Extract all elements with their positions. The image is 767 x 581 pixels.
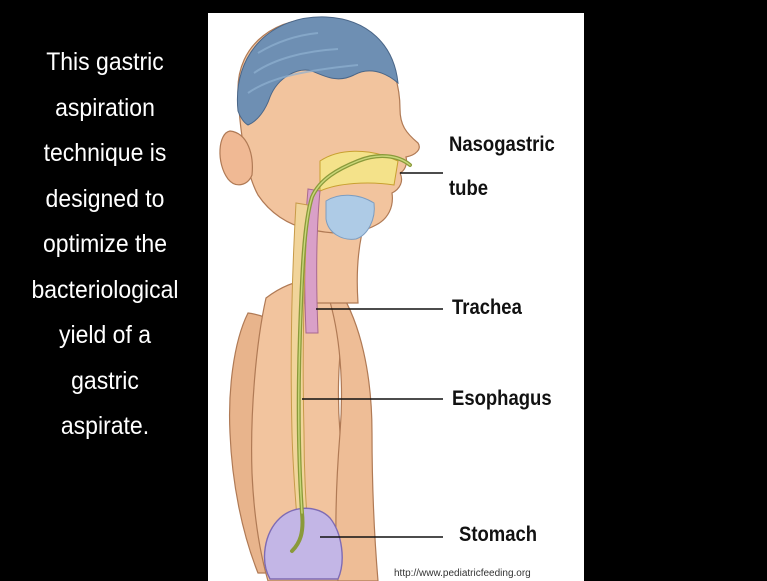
tongue [326, 195, 374, 239]
caption-line: aspirate. [8, 404, 201, 450]
child-anatomy-illustration [208, 13, 584, 581]
label-trachea: Trachea [452, 296, 522, 320]
source-credit: http://www.pediatricfeeding.org [394, 568, 531, 579]
label-nasogastric-line2: tube [449, 177, 488, 201]
caption-line: technique is [8, 131, 201, 177]
caption-line: aspiration [8, 86, 201, 132]
label-stomach: Stomach [459, 523, 537, 547]
label-nasogastric: Nasogastric [449, 133, 555, 157]
caption-line: yield of a [8, 313, 201, 359]
label-esophagus: Esophagus [452, 387, 552, 411]
caption-line: This gastric [8, 40, 201, 86]
illustration-panel: Nasogastric tube Trachea Esophagus Stoma… [208, 13, 584, 581]
slide-caption: This gastric aspiration technique is des… [8, 40, 201, 450]
caption-line: optimize the [8, 222, 201, 268]
caption-line: bacteriological [8, 268, 201, 314]
caption-line: designed to [8, 177, 201, 223]
caption-line: gastric [8, 359, 201, 405]
